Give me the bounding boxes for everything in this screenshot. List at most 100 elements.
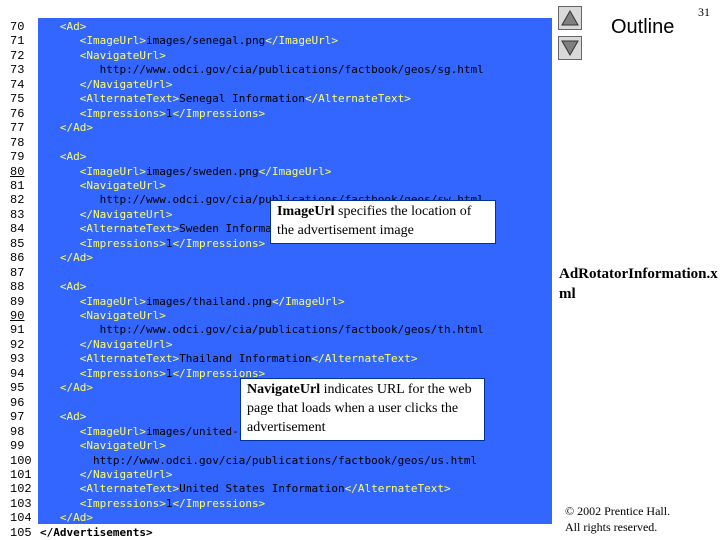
- copyright-line: All rights reserved.: [565, 520, 658, 534]
- xml-tag: </Ad>: [59, 381, 93, 395]
- code-line: </NavigateUrl>: [40, 467, 173, 482]
- line-number: 83: [10, 207, 25, 222]
- line-number: 97: [10, 410, 25, 425]
- xml-tag: <NavigateUrl>: [79, 178, 166, 192]
- xml-tag: </Ad>: [59, 511, 93, 525]
- indent: [40, 49, 80, 62]
- indent: [40, 381, 60, 394]
- xml-text: http://www.odci.gov/cia/publications/fac…: [99, 63, 484, 77]
- xml-tag: </NavigateUrl>: [79, 337, 173, 351]
- line-number: 84: [10, 222, 25, 237]
- line-number: 71: [10, 34, 25, 49]
- code-line: <ImageUrl>images/thailand.png</ImageUrl>: [40, 295, 345, 309]
- xml-tag: </AlternateText>: [304, 92, 411, 106]
- xml-tag: <AlternateText>: [79, 222, 180, 236]
- line-number: 104: [10, 511, 32, 526]
- line-number: 77: [10, 121, 25, 136]
- callout-text: indicates URL for the web page that load…: [247, 382, 472, 435]
- code-line: </NavigateUrl>: [40, 77, 173, 92]
- xml-tag: </AlternateText>: [311, 352, 418, 366]
- line-number: 87: [10, 265, 25, 280]
- xml-tag: <ImageUrl>: [79, 294, 146, 308]
- code-line: <Impressions>1</Impressions>: [40, 107, 265, 121]
- line-number: 98: [10, 424, 25, 439]
- previous-slide-button[interactable]: [558, 6, 582, 30]
- indent: [40, 323, 100, 336]
- line-number: 90: [10, 309, 25, 323]
- xml-text: 1: [165, 496, 173, 510]
- line-number: 78: [10, 135, 25, 150]
- xml-text: http://www.odci.gov/cia/publications/fac…: [99, 323, 484, 337]
- xml-text: images/sweden.png: [145, 164, 259, 178]
- line-number: 80: [10, 164, 25, 179]
- indent: [40, 367, 80, 380]
- line-number: 82: [10, 193, 25, 208]
- code-line: <Impressions>1</Impressions>: [40, 497, 265, 511]
- code-line: </Ad>: [40, 511, 93, 525]
- xml-tag: </Impressions>: [172, 236, 266, 250]
- indent: [40, 165, 80, 178]
- line-number: 85: [10, 236, 25, 251]
- indent: [40, 34, 80, 47]
- xml-tag: <Impressions>: [79, 496, 166, 510]
- xml-tag: </Impressions>: [172, 496, 266, 510]
- xml-tag: </NavigateUrl>: [79, 77, 173, 91]
- indent: [40, 237, 80, 250]
- code-line: </Ad>: [40, 121, 93, 135]
- indent: [40, 410, 60, 423]
- next-slide-button[interactable]: [558, 36, 582, 60]
- indent: [40, 468, 80, 481]
- indent: [40, 150, 60, 163]
- xml-tag: <ImageUrl>: [79, 424, 146, 438]
- xml-tag: <AlternateText>: [79, 482, 180, 496]
- indent: [40, 309, 80, 322]
- code-line: <NavigateUrl>: [40, 439, 166, 453]
- code-line: http://www.odci.gov/cia/publications/fac…: [40, 323, 484, 337]
- indent: [40, 63, 100, 76]
- line-number: 93: [10, 352, 25, 367]
- xml-tag: </ImageUrl>: [258, 164, 332, 178]
- xml-tag: <Impressions>: [79, 366, 166, 380]
- xml-text: images/senegal.png: [145, 34, 266, 48]
- indent: [40, 92, 80, 105]
- code-line: </Ad>: [40, 251, 93, 265]
- indent: [40, 280, 60, 293]
- code-line: <Impressions>1</Impressions>: [40, 367, 265, 381]
- xml-text: images/thailand.png: [145, 294, 272, 308]
- xml-tag: <ImageUrl>: [79, 34, 146, 48]
- callout-text: specifies the location of the advertisem…: [277, 204, 472, 238]
- indent: [40, 425, 80, 438]
- indent: [40, 295, 80, 308]
- xml-tag: </Impressions>: [172, 366, 266, 380]
- xml-tag: <Impressions>: [79, 236, 166, 250]
- indent: [40, 511, 60, 524]
- indent: [40, 482, 80, 495]
- xml-tag: <AlternateText>: [79, 352, 180, 366]
- xml-tag: </ImageUrl>: [265, 34, 339, 48]
- xml-tag: <NavigateUrl>: [79, 309, 166, 322]
- code-line: http://www.odci.gov/cia/publications/fac…: [40, 63, 484, 77]
- code-line: <NavigateUrl>: [40, 309, 166, 323]
- xml-tag: </NavigateUrl>: [79, 467, 173, 481]
- indent: [40, 251, 60, 264]
- indent: [40, 497, 80, 510]
- code-line: <Ad>: [40, 410, 87, 424]
- code-line: <Ad>: [40, 280, 87, 294]
- xml-tag: </Ad>: [59, 121, 93, 135]
- indent: [40, 121, 60, 134]
- xml-text: United States Information: [179, 482, 345, 496]
- page-number: 31: [698, 5, 710, 19]
- xml-tag: </Ad>: [59, 251, 93, 265]
- code-line: </Advertisements>: [40, 526, 153, 540]
- copyright-line: © 2002 Prentice Hall.: [565, 504, 671, 518]
- indent: [40, 107, 80, 120]
- indent: [40, 352, 80, 365]
- xml-tag: </Advertisements>: [40, 525, 153, 539]
- xml-text: 1: [165, 236, 173, 250]
- line-number: 72: [10, 48, 25, 63]
- indent: [40, 439, 80, 452]
- code-line: <ImageUrl>images/sweden.png</ImageUrl>: [40, 164, 332, 179]
- code-line: <AlternateText>Senegal Information</Alte…: [40, 92, 411, 106]
- line-number: 76: [10, 106, 25, 121]
- xml-tag: <Ad>: [59, 20, 87, 33]
